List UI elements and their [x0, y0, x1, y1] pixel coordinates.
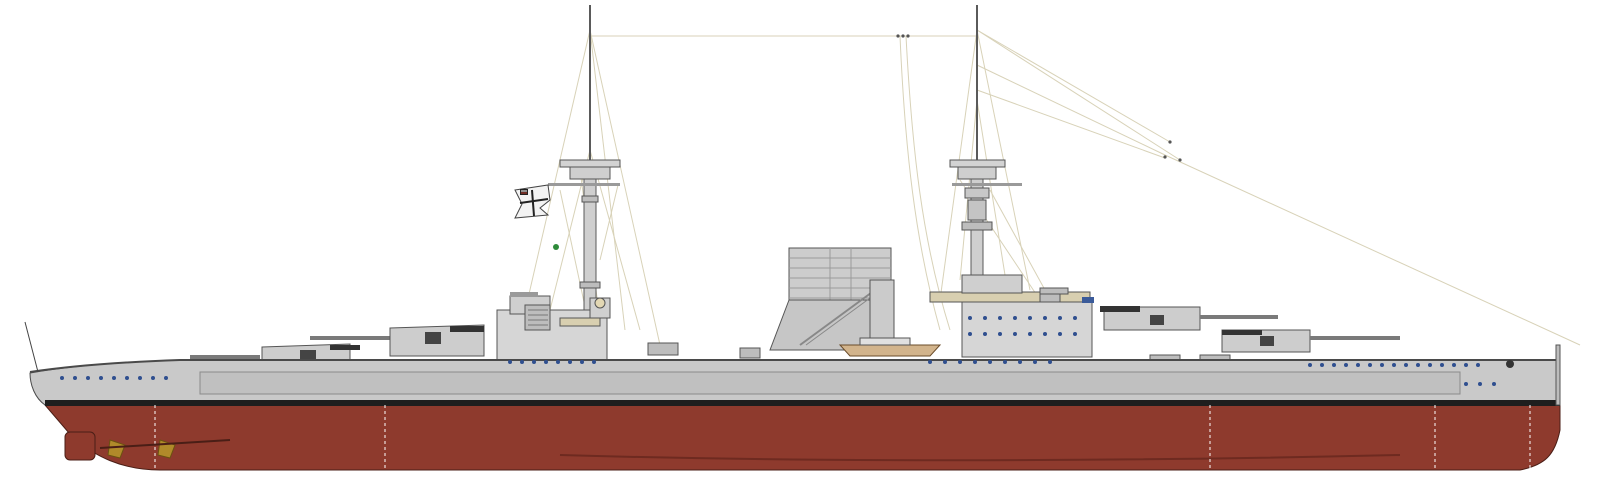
turret-b [310, 324, 485, 357]
boat-icon [838, 337, 942, 357]
bridge-superstructure [496, 292, 611, 361]
fore-mast [548, 5, 621, 321]
funnel-icon [769, 247, 895, 351]
propeller-icon [64, 431, 231, 461]
aft-superstructure [929, 274, 1094, 358]
flag-icon [514, 184, 559, 250]
insulators [896, 34, 1182, 162]
turret-d [1221, 329, 1400, 353]
hull [24, 321, 1561, 471]
portholes [60, 316, 1496, 386]
turret-c [1100, 306, 1278, 331]
